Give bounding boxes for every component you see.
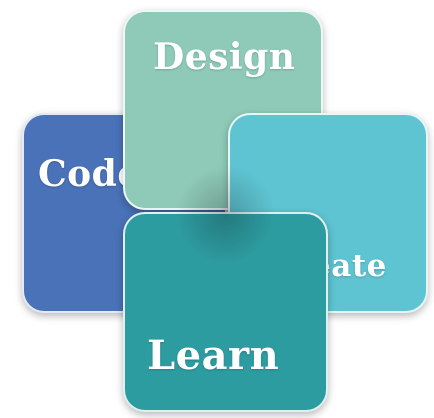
learn-label: Learn (147, 332, 280, 379)
design-label: Design (153, 36, 296, 78)
learn-tile: Learn (123, 212, 328, 412)
